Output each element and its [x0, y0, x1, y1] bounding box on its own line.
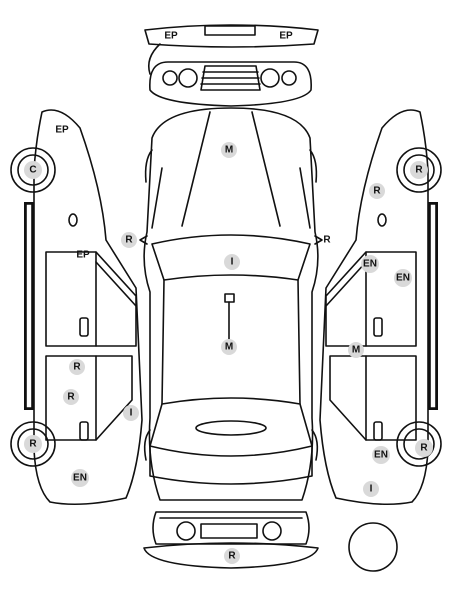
marker-left-front-wheel[interactable]: C [24, 161, 42, 179]
svg-text:R: R [125, 235, 133, 246]
marker-right-front-door-right[interactable]: EN [394, 269, 412, 287]
svg-text:EN: EN [363, 259, 377, 270]
svg-text:C: C [29, 165, 36, 176]
marker-left-rear-wheel[interactable]: R [24, 435, 42, 453]
marker-right-mirror[interactable]: R [323, 235, 331, 246]
svg-text:M: M [225, 145, 233, 156]
marker-windshield[interactable]: I [224, 254, 240, 270]
svg-text:EN: EN [374, 450, 388, 461]
marker-right-front-door-left[interactable]: EN [361, 255, 379, 273]
marker-left-rear-door-lower[interactable]: R [63, 389, 79, 405]
marker-right-rear-fender[interactable]: I [363, 481, 379, 497]
marker-left-rear-quarter[interactable]: EN [71, 469, 89, 487]
svg-text:I: I [130, 408, 133, 419]
svg-text:EP: EP [279, 31, 293, 42]
svg-text:EP: EP [164, 31, 178, 42]
svg-text:R: R [228, 551, 236, 562]
marker-front-bumper-left[interactable]: EP [164, 31, 178, 42]
svg-text:R: R [73, 362, 81, 373]
marker-left-pillar[interactable]: I [123, 405, 139, 421]
marker-front-bumper-right[interactable]: EP [279, 31, 293, 42]
svg-text:R: R [415, 165, 423, 176]
marker-left-rear-door-upper[interactable]: R [69, 359, 85, 375]
marker-rear-bumper[interactable]: R [224, 548, 240, 564]
marker-left-mirror[interactable]: R [121, 232, 137, 248]
empty-circle-icon[interactable] [348, 522, 398, 572]
svg-text:M: M [225, 342, 233, 353]
svg-text:EP: EP [55, 125, 69, 136]
rear-bumper-view [143, 511, 319, 569]
marker-right-pillar[interactable]: M [348, 342, 364, 358]
svg-text:R: R [67, 392, 75, 403]
svg-text:R: R [420, 443, 428, 454]
marker-left-front-door[interactable]: EP [76, 250, 90, 261]
svg-text:I: I [370, 484, 373, 495]
svg-text:EN: EN [73, 473, 87, 484]
right-side-view [319, 109, 442, 506]
svg-text:R: R [323, 235, 331, 246]
top-view-car [139, 107, 323, 501]
marker-right-front-wheel[interactable]: R [410, 161, 428, 179]
svg-text:I: I [231, 257, 234, 268]
svg-text:EP: EP [76, 250, 90, 261]
marker-roof[interactable]: M [221, 339, 237, 355]
svg-text:R: R [29, 439, 37, 450]
marker-left-front-fender[interactable]: EP [55, 125, 69, 136]
marker-right-rear-wheel[interactable]: R [415, 439, 433, 457]
svg-text:M: M [352, 345, 360, 356]
left-side-view [10, 109, 143, 506]
svg-text:R: R [373, 186, 381, 197]
marker-right-rear-quarter[interactable]: EN [372, 446, 390, 464]
marker-right-front-fender[interactable]: R [369, 183, 385, 199]
svg-text:EN: EN [396, 273, 410, 284]
front-bumper-view [144, 24, 319, 107]
marker-hood[interactable]: M [221, 142, 237, 158]
